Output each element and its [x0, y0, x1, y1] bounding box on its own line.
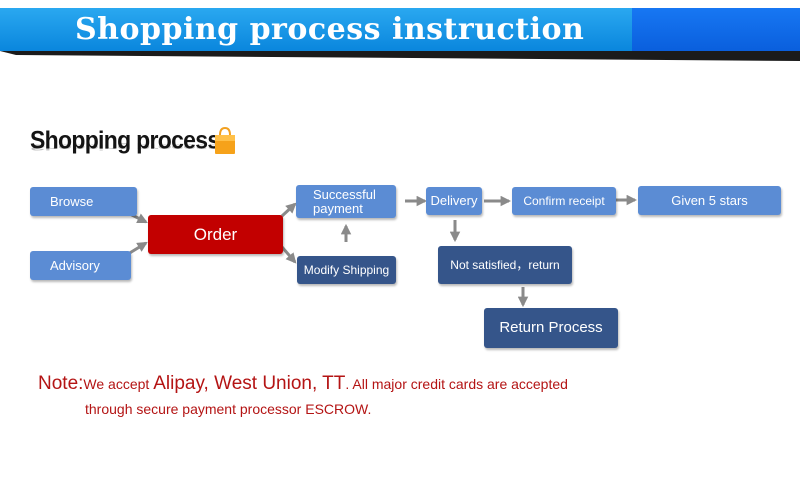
payment-note: Note:We accept Alipay, West Union, TT. A…	[38, 371, 638, 422]
arrow-order-to-modify	[280, 246, 297, 264]
step-return-process: Return Process	[484, 308, 618, 348]
note-text: We accept	[83, 376, 154, 392]
payment-note-line1: Note:We accept Alipay, West Union, TT. A…	[38, 371, 638, 397]
arrow-order-to-payment	[280, 202, 297, 218]
step-not-satisfied-return: Not satisfied，return	[438, 246, 572, 284]
note-label: Note:	[38, 373, 84, 394]
step-order: Order	[148, 215, 283, 254]
note-payment-methods: Alipay, West Union, TT	[153, 373, 346, 394]
banner-shadow-bar	[0, 51, 800, 61]
step-successful-payment: Successful payment	[296, 185, 396, 218]
step-confirm-receipt: Confirm receipt	[512, 187, 616, 215]
step-browse: Browse	[30, 187, 137, 216]
page-title: Shopping process instruction	[75, 12, 585, 47]
step-delivery: Delivery	[426, 187, 482, 215]
step-given-5-stars: Given 5 stars	[638, 186, 781, 215]
payment-note-line2: through secure payment processor ESCROW.	[85, 401, 372, 417]
step-advisory: Advisory	[30, 251, 131, 280]
title-banner: Shopping process instruction	[0, 8, 800, 61]
banner-accent	[632, 8, 800, 51]
shopping-bag-icon	[215, 126, 235, 154]
step-modify-shipping: Modify Shipping	[297, 256, 396, 284]
arrow-advisory-to-order	[127, 241, 148, 256]
banner-background	[0, 8, 632, 51]
note-text-cont: . All major credit cards are accepted	[345, 376, 568, 392]
section-heading: Shopping process	[30, 125, 220, 154]
